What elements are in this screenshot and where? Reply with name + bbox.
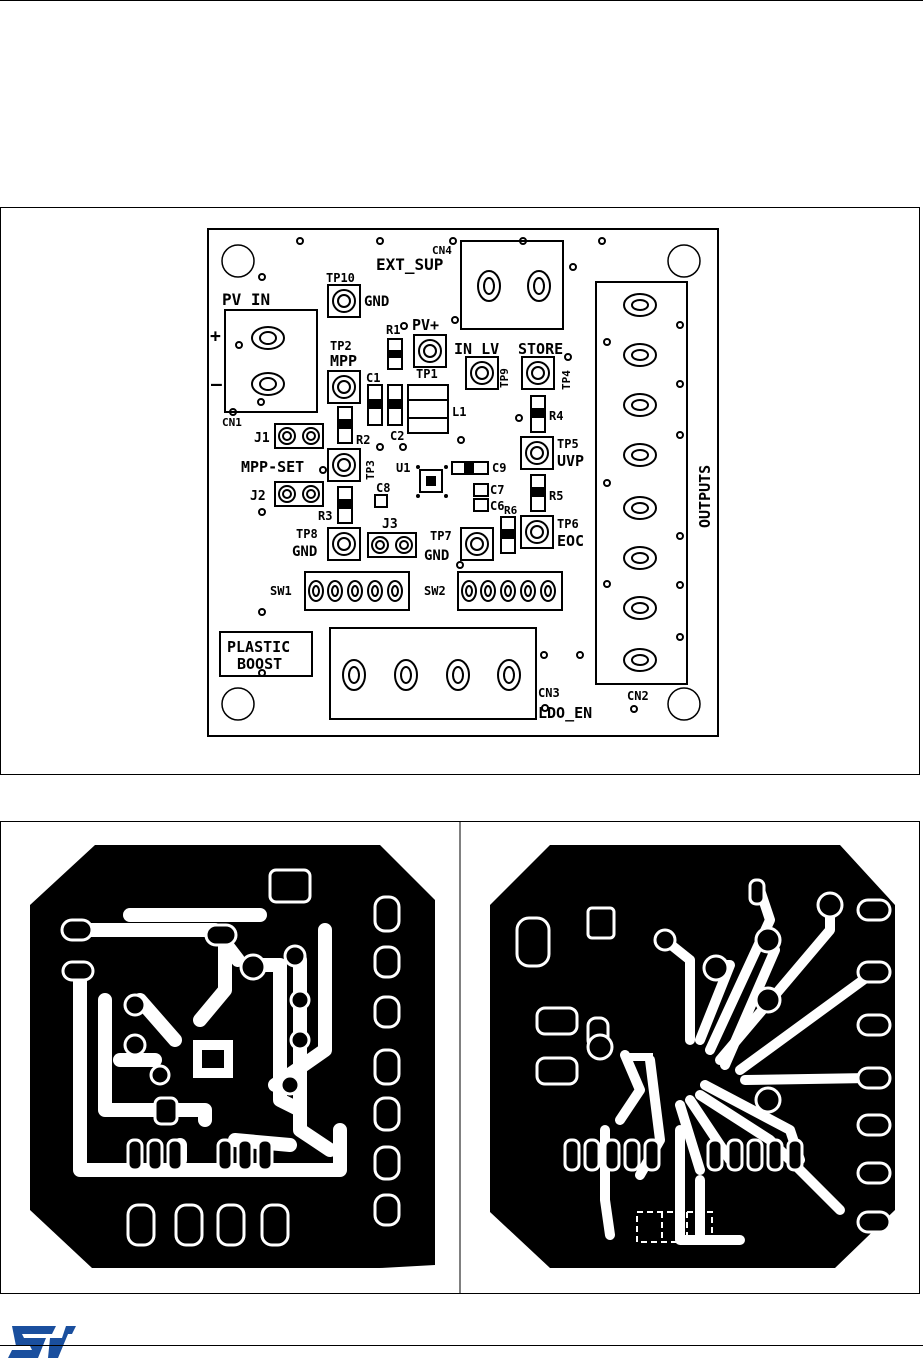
c1-label: C1 xyxy=(366,371,380,385)
c9-label: C9 xyxy=(492,461,506,475)
st-logo xyxy=(8,1326,76,1358)
mounting-hole xyxy=(668,245,700,277)
tp3-label: TP3 xyxy=(364,460,377,480)
mpp-set-label: MPP-SET xyxy=(241,458,304,476)
ldo-en-label: LDO_EN xyxy=(538,704,592,722)
j1-label: J1 xyxy=(254,431,270,446)
l1-label: L1 xyxy=(452,405,466,419)
ext-sup-label: EXT_SUP xyxy=(376,255,443,274)
r4-label: R4 xyxy=(549,409,563,423)
plus-label: + xyxy=(210,326,221,347)
cn3-pins xyxy=(343,660,520,690)
tp9-label: TP9 xyxy=(498,368,511,388)
tp8-label: TP8 xyxy=(296,527,318,541)
cn3-connector xyxy=(330,628,536,719)
c2-label: C2 xyxy=(390,429,404,443)
cn2-label: CN2 xyxy=(627,689,649,703)
cn2-pins xyxy=(624,294,656,671)
r1-label: R1 xyxy=(386,323,400,337)
uvp-label: UVP xyxy=(557,452,584,470)
tp7-label: TP7 xyxy=(430,529,452,543)
c6-label: C6 xyxy=(490,499,504,513)
j3-label: J3 xyxy=(382,517,398,532)
r6-label: R6 xyxy=(504,504,518,517)
r3-label: R3 xyxy=(318,509,332,523)
eoc-label: EOC xyxy=(557,532,584,550)
u1-label: U1 xyxy=(396,461,410,475)
mpp-label: MPP xyxy=(330,352,357,370)
gnd-label-tp8: GND xyxy=(292,544,317,560)
test-points xyxy=(328,285,554,560)
plastic-label: PLASTIC xyxy=(227,638,290,656)
pv-plus-label: PV+ xyxy=(412,316,439,334)
bottom-copper-layer xyxy=(490,845,895,1268)
cn4-connector xyxy=(461,241,563,329)
outputs-label: OUTPUTS xyxy=(696,465,714,528)
ic-u1 xyxy=(416,465,448,498)
bottom-rule xyxy=(0,1345,923,1346)
r2-label: R2 xyxy=(356,433,370,447)
tp1-label: TP1 xyxy=(416,367,438,381)
minus-label: – xyxy=(211,374,222,395)
tp6-label: TP6 xyxy=(557,517,579,531)
j2-label: J2 xyxy=(250,489,266,504)
mounting-hole xyxy=(222,245,254,277)
c7-label: C7 xyxy=(490,483,504,497)
cn3-label: CN3 xyxy=(538,686,560,700)
in-lv-label: IN_LV xyxy=(454,340,499,358)
store-label: STORE xyxy=(518,340,563,358)
tp2-label: TP2 xyxy=(330,339,352,353)
sw2-label: SW2 xyxy=(424,584,446,598)
tp5-label: TP5 xyxy=(557,437,579,451)
mounting-hole xyxy=(222,688,254,720)
boost-label: BOOST xyxy=(237,655,282,673)
tp4-label: TP4 xyxy=(560,370,573,390)
sw1-label: SW1 xyxy=(270,584,292,598)
pv-in-label: PV IN xyxy=(222,290,270,309)
gnd-label-tp7: GND xyxy=(424,548,449,564)
c8-label: C8 xyxy=(376,481,390,495)
inductor-l1 xyxy=(408,385,448,433)
r5-label: R5 xyxy=(549,489,563,503)
cn1-label: CN1 xyxy=(222,416,242,429)
gnd-label-tp10: GND xyxy=(364,294,389,310)
tp10-label: TP10 xyxy=(326,271,355,285)
cn1-connector xyxy=(225,310,317,412)
top-copper-layer xyxy=(30,845,435,1268)
mounting-hole xyxy=(668,688,700,720)
